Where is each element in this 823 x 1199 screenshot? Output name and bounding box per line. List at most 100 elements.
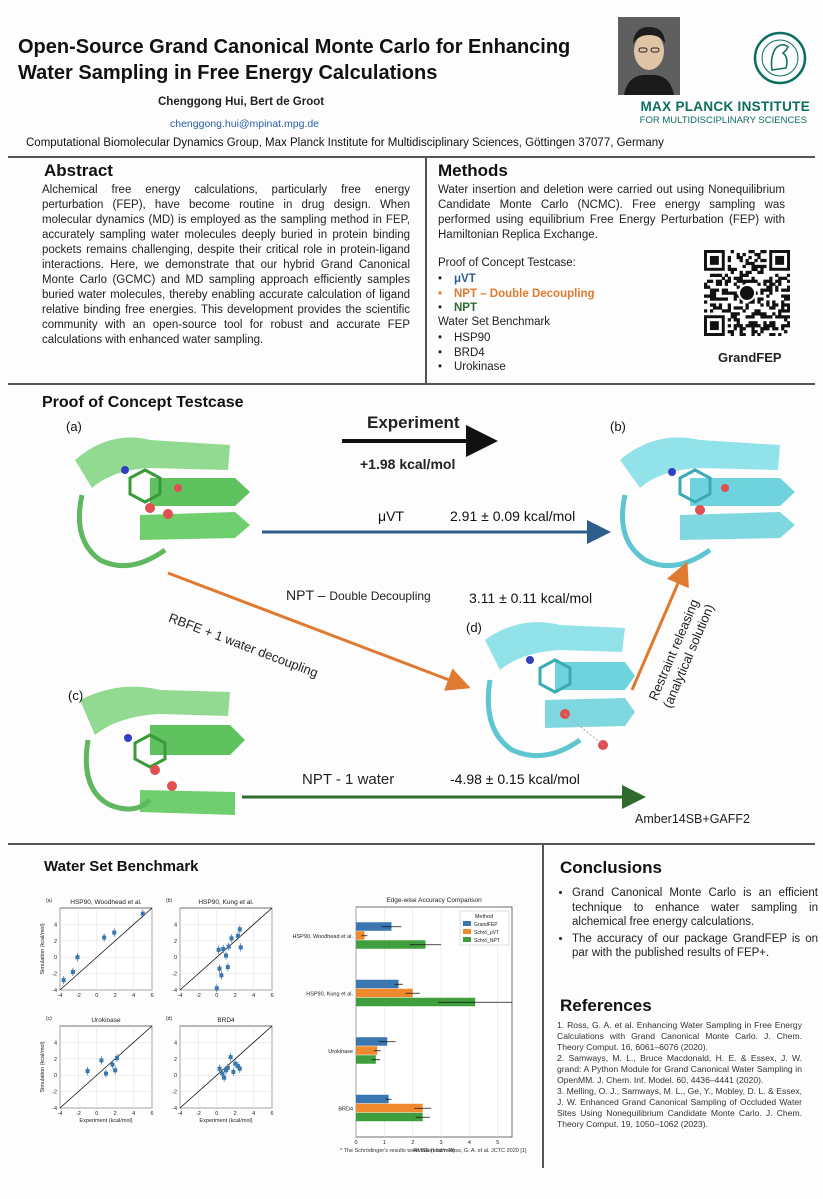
y-tick-label: 2 xyxy=(174,939,177,945)
y-tick-label: 4 xyxy=(174,1040,177,1046)
scatter-title: Urokinase xyxy=(91,1017,121,1024)
y-tick-label: 4 xyxy=(174,922,177,928)
data-point xyxy=(217,1066,222,1071)
list-item: •Urokinase xyxy=(438,361,506,374)
y-tick-label: 2 xyxy=(174,1057,177,1063)
data-point xyxy=(102,935,107,940)
npt-dd-value: 3.11 ± 0.11 kcal/mol xyxy=(469,590,593,606)
data-point xyxy=(99,1058,104,1063)
category-label: Urokinase xyxy=(328,1049,353,1055)
benchmark-label: Water Set Benchmark xyxy=(438,316,551,328)
category-label: HSP90, Kung et al. xyxy=(306,991,353,997)
x-tick-label: 6 xyxy=(270,1111,273,1117)
bar xyxy=(356,1046,378,1055)
data-point xyxy=(237,1066,242,1071)
bar xyxy=(356,940,426,949)
npt-1-water-label: NPT - 1 water xyxy=(302,771,395,788)
data-point xyxy=(228,1055,233,1060)
data-point xyxy=(70,969,75,974)
divider xyxy=(8,383,815,385)
data-point xyxy=(221,947,226,951)
data-point xyxy=(224,1068,228,1073)
email-link[interactable]: chenggong.hui@mpinat.mpg.de xyxy=(170,118,320,130)
data-point xyxy=(233,1061,238,1066)
protein-structure-d-icon xyxy=(485,622,635,759)
reference-item: 2. Samways, M. L., Bruce Macdonald, H. E… xyxy=(557,1053,802,1085)
poc-figure xyxy=(0,415,823,840)
y-tick-label: -4 xyxy=(172,1106,177,1112)
data-point xyxy=(110,1062,115,1067)
data-point xyxy=(235,1064,240,1069)
legend-label: Schrö_μVT xyxy=(474,930,499,936)
list-item: •μVT xyxy=(438,273,476,285)
data-point xyxy=(113,1068,118,1073)
data-point xyxy=(231,1069,236,1074)
methods-heading: Methods xyxy=(438,161,508,180)
legend-swatch xyxy=(463,921,471,926)
x-tick-label: 0 xyxy=(95,993,98,999)
protein-structure-a-icon xyxy=(75,437,250,569)
methods-text: Water insertion and deletion were carrie… xyxy=(438,184,785,241)
qr-code-icon[interactable] xyxy=(704,250,791,341)
y-axis-label: Simulation (kcal/mol) xyxy=(40,923,46,974)
bar-chart-title: Edge-wise Accuracy Comparison xyxy=(386,897,482,904)
x-tick-label: 0 xyxy=(215,993,218,999)
author-photo xyxy=(618,17,680,95)
x-tick-label: 6 xyxy=(150,993,153,999)
x-tick-label: -2 xyxy=(196,993,201,999)
x-tick-label: -2 xyxy=(196,1111,201,1117)
x-tick-label: 4 xyxy=(252,993,255,999)
rbfe-arrow xyxy=(167,571,471,691)
institute-name: MAX PLANCK INSTITUTE xyxy=(640,99,810,114)
scatter-title: HSP90, Woodhead et al. xyxy=(70,899,142,906)
y-tick-label: 2 xyxy=(54,1057,57,1063)
panel-label-b: (b) xyxy=(610,419,626,434)
y-tick-label: 4 xyxy=(54,922,57,928)
bar xyxy=(356,979,399,989)
list-item: Grand Canonical Monte Carlo is an effici… xyxy=(572,886,818,930)
x-tick-label: 1 xyxy=(383,1140,386,1146)
benchmark-list: •HSP90 •BRD4 •Urokinase xyxy=(438,331,506,375)
list-item: •HSP90 xyxy=(438,332,491,344)
category-label: BRD4 xyxy=(338,1106,353,1112)
y-tick-label: 0 xyxy=(174,955,177,961)
y-tick-label: 0 xyxy=(54,955,57,961)
data-point xyxy=(237,927,242,932)
data-point xyxy=(229,936,234,941)
benchmark-heading: Water Set Benchmark xyxy=(44,858,199,875)
x-tick-label: -2 xyxy=(76,1111,81,1117)
divider xyxy=(8,843,815,845)
x-tick-label: 2 xyxy=(234,993,237,999)
protein-structure-b-icon xyxy=(620,437,795,569)
x-axis-label: RMSE (kcal/mol) xyxy=(413,1148,454,1154)
x-tick-label: -2 xyxy=(76,993,81,999)
diagonal-line xyxy=(59,1025,153,1109)
data-point xyxy=(217,966,222,971)
y-tick-label: 0 xyxy=(54,1073,57,1079)
poster-title: Open-Source Grand Canonical Monte Carlo … xyxy=(18,36,571,84)
abstract-heading: Abstract xyxy=(44,161,113,180)
npt-1-water-value: -4.98 ± 0.15 kcal/mol xyxy=(450,771,580,787)
restraint-arrow xyxy=(630,561,689,691)
data-point xyxy=(235,933,240,938)
muvt-label: μVT xyxy=(378,508,404,524)
x-tick-label: -4 xyxy=(178,993,183,999)
y-tick-label: -2 xyxy=(172,972,177,978)
diagonal-line xyxy=(179,907,273,991)
bar xyxy=(356,1112,423,1122)
panel-label-a: (a) xyxy=(66,419,82,434)
bar xyxy=(356,988,413,998)
y-tick-label: 4 xyxy=(54,1040,57,1046)
abstract-text: Alchemical free energy calculations, par… xyxy=(42,184,410,346)
x-tick-label: 4 xyxy=(132,1111,135,1117)
bar xyxy=(356,1037,388,1046)
poc-list: •μVT •NPT – Double Decoupling •NPT xyxy=(438,272,595,316)
data-point xyxy=(214,986,219,991)
legend-swatch xyxy=(463,937,471,942)
references-list: 1. Ross, G. A. et al. Enhancing Water Sa… xyxy=(557,1020,802,1130)
data-point xyxy=(224,953,228,958)
